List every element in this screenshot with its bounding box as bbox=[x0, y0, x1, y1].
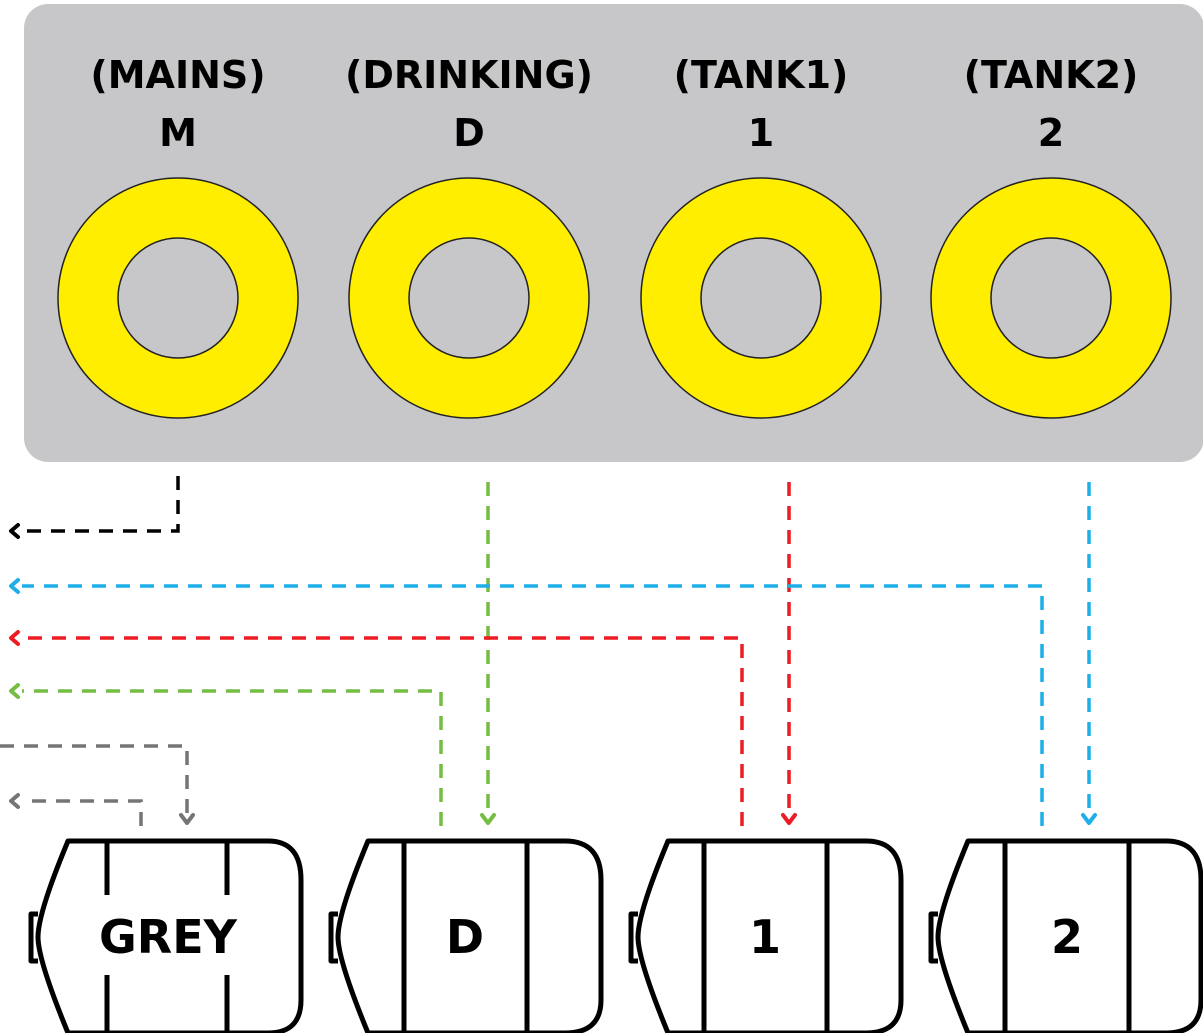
mains-code: M bbox=[159, 111, 197, 155]
tank1-code: 1 bbox=[748, 111, 774, 155]
tank2-label: (TANK2) bbox=[964, 53, 1139, 97]
inlet-panel bbox=[24, 4, 1203, 462]
tank2-arrow-icon bbox=[9, 578, 20, 594]
tank2-inlet[interactable] bbox=[930, 177, 1172, 419]
mains-line bbox=[22, 476, 180, 533]
drinking-label: (DRINKING) bbox=[345, 53, 593, 97]
tank2-down-arrow-icon bbox=[1081, 813, 1097, 825]
tank1-outflow-line bbox=[22, 636, 744, 826]
drinking-down-arrow-icon bbox=[480, 813, 496, 825]
grey-feed-line bbox=[0, 744, 189, 818]
grey-tank-label: GREY bbox=[99, 910, 238, 964]
tank1-tank-label: 1 bbox=[749, 910, 781, 964]
grey-down-arrow-icon bbox=[179, 813, 195, 825]
tank2-outflow-line bbox=[22, 584, 1044, 826]
tank1-label: (TANK1) bbox=[674, 53, 849, 97]
tank2-code: 2 bbox=[1038, 111, 1064, 155]
tank2-tank-label: 2 bbox=[1051, 910, 1083, 964]
grey-outflow-line bbox=[22, 799, 143, 826]
tank1-arrow-icon bbox=[9, 630, 20, 646]
drinking-tank[interactable] bbox=[328, 838, 604, 1033]
mains-arrow-icon bbox=[9, 523, 20, 539]
drinking-tank-label: D bbox=[446, 910, 484, 964]
drinking-outflow-line bbox=[22, 689, 443, 826]
mains-label: (MAINS) bbox=[90, 53, 265, 97]
tank1-inlet[interactable] bbox=[640, 177, 882, 419]
drinking-arrow-icon bbox=[9, 683, 20, 699]
mains-inlet[interactable] bbox=[57, 177, 299, 419]
drinking-code: D bbox=[453, 111, 485, 155]
grey-arrow-icon bbox=[9, 793, 20, 809]
drinking-inlet[interactable] bbox=[348, 177, 590, 419]
tank1-down-arrow-icon bbox=[781, 813, 797, 825]
